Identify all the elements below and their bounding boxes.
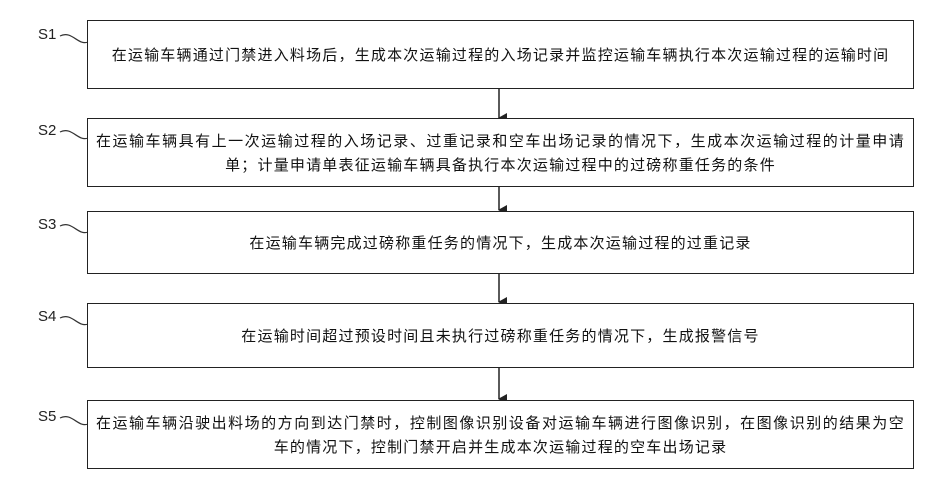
step-box-s2: 在运输车辆具有上一次运输过程的入场记录、过重记录和空车出场记录的情况下，生成本次… <box>87 118 914 187</box>
step-text-s1: 在运输车辆通过门禁进入料场后，生成本次运输过程的入场记录并监控运输车辆执行本次运… <box>88 43 913 67</box>
leader-s4 <box>60 317 88 325</box>
leader-s3 <box>60 225 88 233</box>
leader-s5 <box>60 417 88 425</box>
step-text-s2: 在运输车辆具有上一次运输过程的入场记录、过重记录和空车出场记录的情况下，生成本次… <box>88 129 913 177</box>
leader-s1 <box>60 35 88 43</box>
step-label-s1: S1 <box>38 26 56 43</box>
step-label-s5: S5 <box>38 408 56 425</box>
step-text-s3: 在运输车辆完成过磅称重任务的情况下，生成本次运输过程的过重记录 <box>88 231 913 255</box>
step-box-s3: 在运输车辆完成过磅称重任务的情况下，生成本次运输过程的过重记录 <box>87 211 914 274</box>
step-text-s4: 在运输时间超过预设时间且未执行过磅称重任务的情况下，生成报警信号 <box>88 324 913 348</box>
step-box-s4: 在运输时间超过预设时间且未执行过磅称重任务的情况下，生成报警信号 <box>87 303 914 368</box>
step-box-s5: 在运输车辆沿驶出料场的方向到达门禁时，控制图像识别设备对运输车辆进行图像识别，在… <box>87 400 914 469</box>
step-label-s4: S4 <box>38 308 56 325</box>
step-label-s3: S3 <box>38 216 56 233</box>
step-text-s5: 在运输车辆沿驶出料场的方向到达门禁时，控制图像识别设备对运输车辆进行图像识别，在… <box>88 411 913 459</box>
step-box-s1: 在运输车辆通过门禁进入料场后，生成本次运输过程的入场记录并监控运输车辆执行本次运… <box>87 20 914 89</box>
leader-s2 <box>60 131 88 139</box>
step-label-s2: S2 <box>38 122 56 139</box>
